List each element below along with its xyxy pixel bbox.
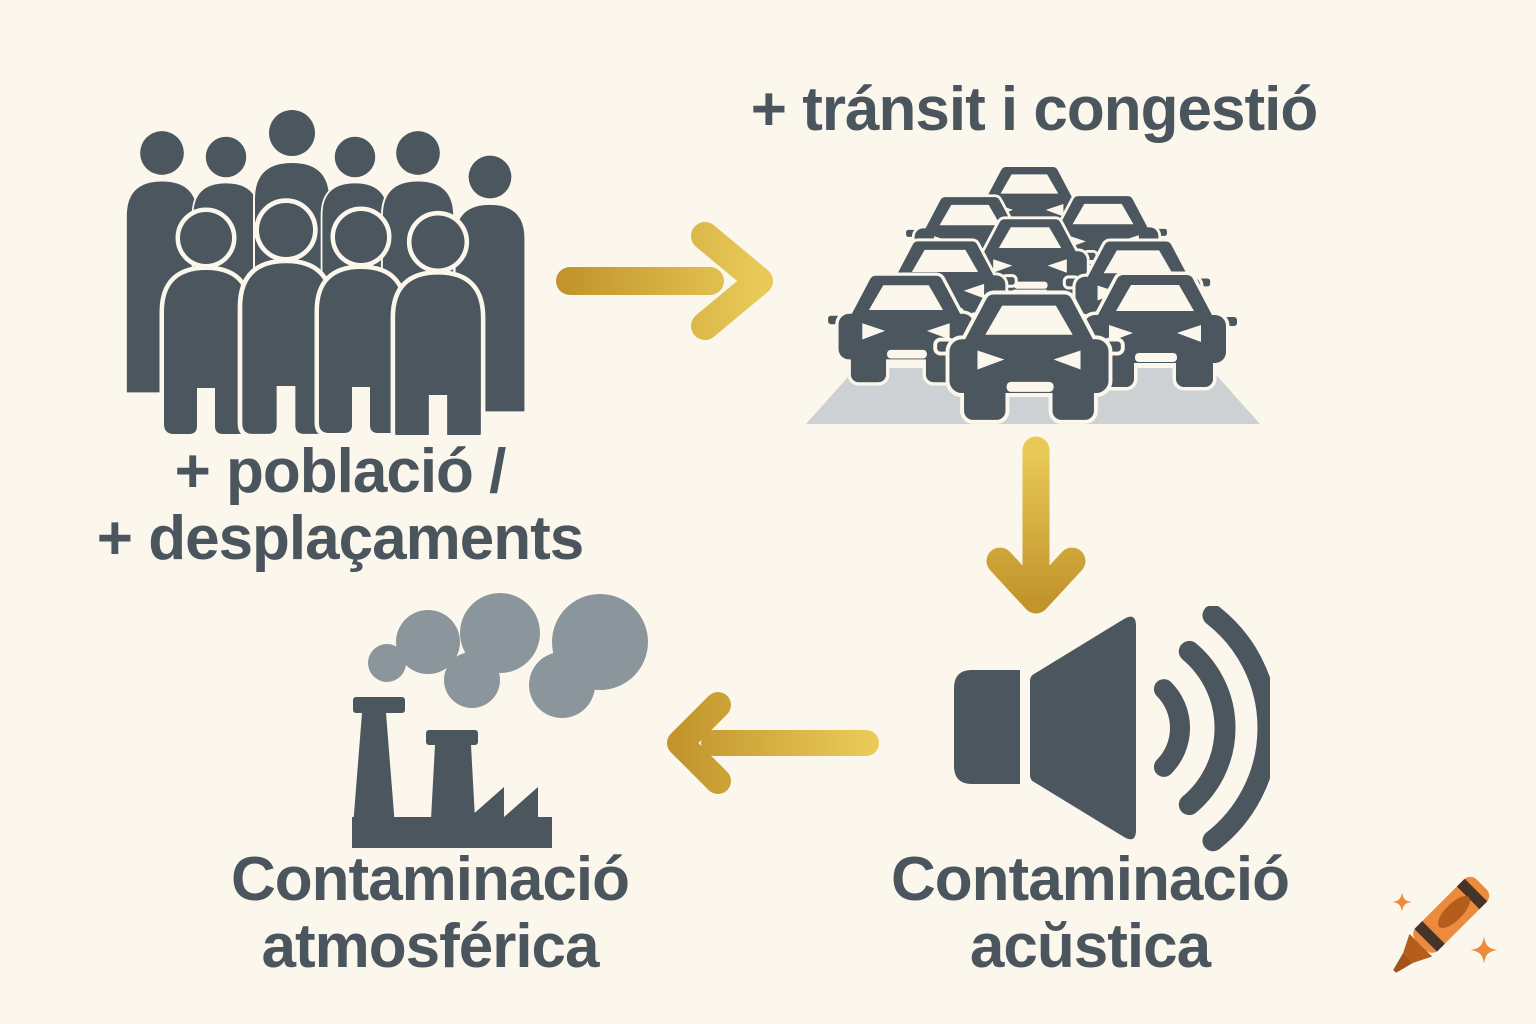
- population-label-line1: + població /: [174, 437, 507, 506]
- sparkle-icon: [1392, 892, 1412, 912]
- factory-icon: [352, 593, 648, 848]
- crowd-icon: [124, 108, 527, 435]
- noise-pollution-label-line2: acŭstica: [969, 912, 1211, 981]
- crayon-body: [1393, 876, 1490, 973]
- arrow-down-icon: [986, 436, 1086, 614]
- population-label-line2: + desplaçaments: [96, 504, 584, 573]
- population-label: + població / + desplaçaments: [40, 438, 640, 572]
- noise-pollution-label: Contaminació acŭstica: [790, 846, 1390, 980]
- air-pollution-label-line1: Contaminació: [231, 845, 630, 914]
- arrow-left-icon: [667, 692, 879, 794]
- traffic-jam-icon: [806, 150, 1260, 424]
- speaker-icon: [954, 606, 1270, 852]
- noise-pollution-label-line1: Contaminació: [891, 845, 1290, 914]
- sparkle-icon: [1470, 936, 1498, 964]
- air-pollution-label: Contaminació atmosférica: [130, 846, 730, 980]
- arrow-right-icon: [556, 222, 773, 340]
- crayon-logo: [1392, 876, 1498, 973]
- air-pollution-label-line2: atmosférica: [261, 912, 599, 981]
- traffic-label: + tránsit i congestió: [750, 75, 1318, 144]
- smoke-cloud: [368, 593, 648, 718]
